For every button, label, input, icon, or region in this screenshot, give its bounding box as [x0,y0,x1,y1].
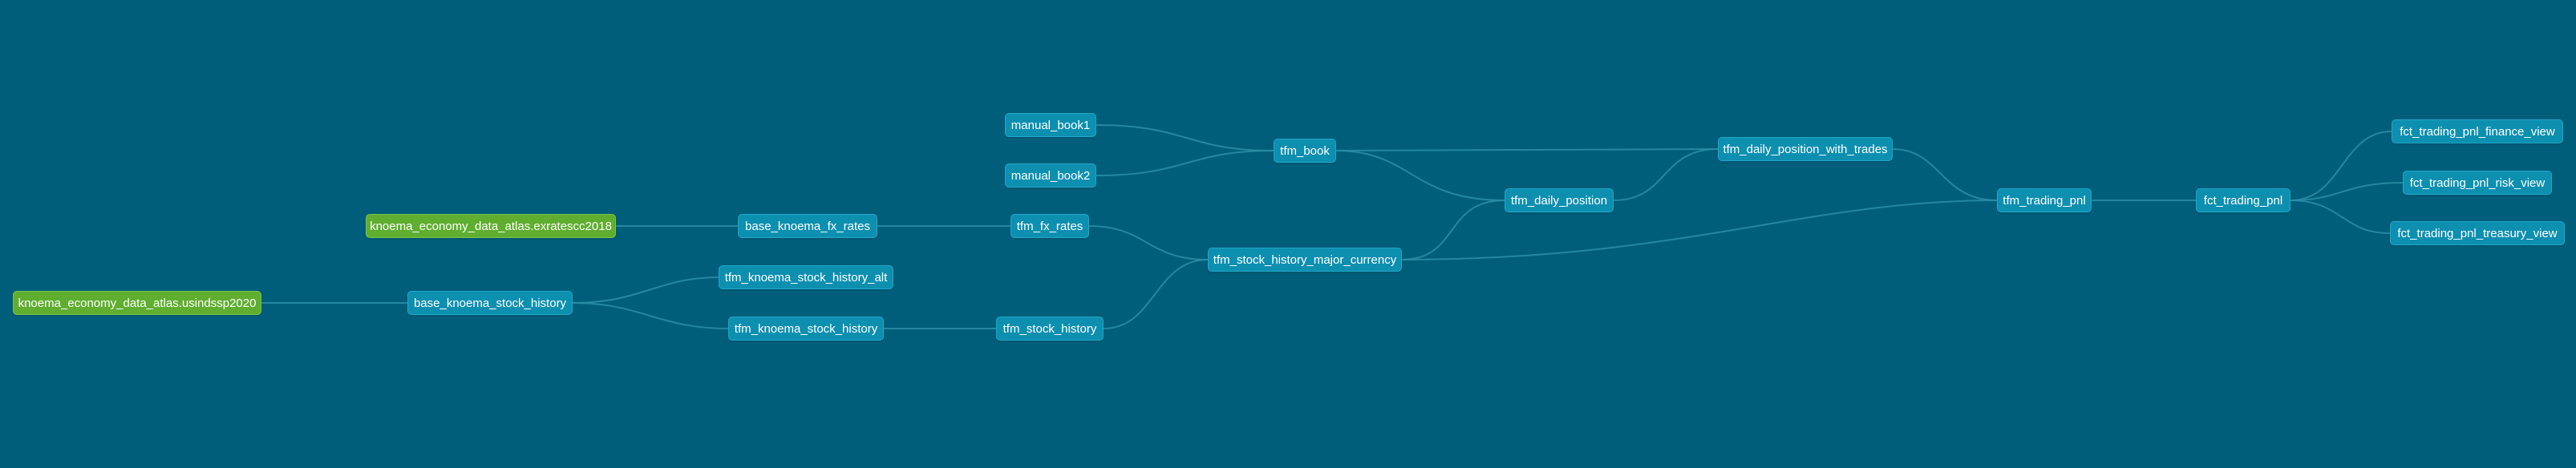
edge-tfm-stock-history-to-major-currency [1103,259,1209,329]
source-node-exratescc2018[interactable]: knoema_economy_data_atlas.exratescc2018 [366,214,616,238]
model-node-tfm-knoema-stock-history[interactable]: tfm_knoema_stock_history [728,317,884,341]
model-node-base-knoema-stock-history[interactable]: base_knoema_stock_history [407,291,573,315]
edge-daily-position-to-daily-position-with-trades [1613,148,1719,201]
edge-major-currency-to-daily-position [1401,200,1505,260]
edge-manual-book2-to-tfm-book [1096,150,1274,176]
edge-fct-trading-pnl-to-treasury-view [2290,200,2391,234]
edge-manual-book1-to-tfm-book [1096,124,1274,151]
model-node-base-knoema-fx-rates[interactable]: base_knoema_fx_rates [738,214,877,238]
edge-fct-trading-pnl-to-finance-view [2290,131,2392,201]
model-node-tfm-trading-pnl[interactable]: tfm_trading_pnl [1997,188,2092,212]
edge-tfm-fx-rates-to-major-currency [1088,225,1209,260]
model-node-fct-trading-pnl-finance-view[interactable]: fct_trading_pnl_finance_view [2392,119,2563,143]
model-node-tfm-knoema-stock-history-alt[interactable]: tfm_knoema_stock_history_alt [719,265,893,289]
model-node-tfm-daily-position[interactable]: tfm_daily_position [1505,188,1614,212]
edge-daily-position-with-trades-to-tfm-trading-pnl [1892,148,1998,201]
model-node-tfm-daily-position-with-trades[interactable]: tfm_daily_position_with_trades [1718,137,1893,161]
model-node-fct-trading-pnl-treasury-view[interactable]: fct_trading_pnl_treasury_view [2390,221,2565,245]
source-node-usindssp2020[interactable]: knoema_economy_data_atlas.usindssp2020 [13,291,261,315]
edge-base-stock-history-to-tfm-knoema-stock-history [572,302,729,329]
model-node-manual-book1[interactable]: manual_book1 [1005,113,1096,137]
model-node-tfm-stock-history[interactable]: tfm_stock_history [996,317,1104,341]
model-node-manual-book2[interactable]: manual_book2 [1005,163,1096,188]
edge-major-currency-to-tfm-trading-pnl [1401,200,1998,260]
model-node-tfm-stock-history-major-currency[interactable]: tfm_stock_history_major_currency [1208,248,1402,272]
edge-base-stock-history-to-tfm-stock-history-alt [572,276,719,304]
edge-tfm-book-to-daily-position-with-trades [1335,148,1719,151]
model-node-fct-trading-pnl[interactable]: fct_trading_pnl [2196,188,2290,212]
edge-tfm-book-to-daily-position [1335,150,1505,201]
model-node-tfm-book[interactable]: tfm_book [1274,139,1336,163]
model-node-tfm-fx-rates[interactable]: tfm_fx_rates [1011,214,1089,238]
model-node-fct-trading-pnl-risk-view[interactable]: fct_trading_pnl_risk_view [2403,171,2552,195]
edge-fct-trading-pnl-to-risk-view [2290,182,2404,201]
